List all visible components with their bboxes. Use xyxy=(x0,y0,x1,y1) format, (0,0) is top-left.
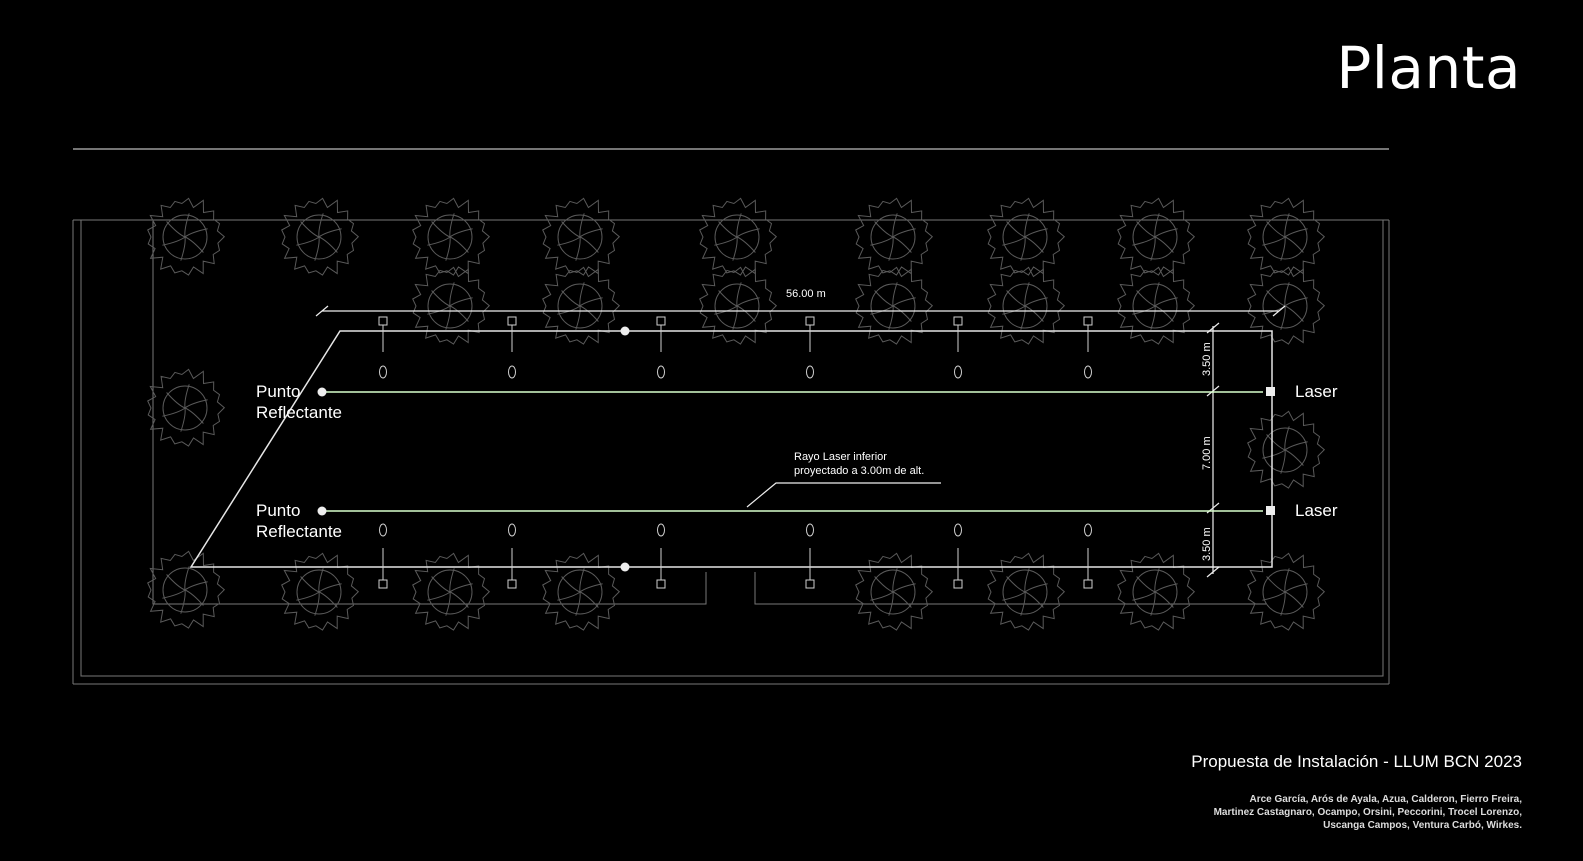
tree-icon xyxy=(699,266,778,345)
laser-emitter-bottom-icon xyxy=(1266,506,1275,515)
tree-icon xyxy=(1247,266,1326,345)
street-lamp-icon xyxy=(953,316,963,379)
street-lamp-icon xyxy=(953,523,963,589)
tree-icon xyxy=(1247,197,1326,276)
tree-icon xyxy=(147,368,226,447)
tree-icon xyxy=(855,552,934,631)
laser-emitter-top-icon xyxy=(1266,387,1275,396)
anchor-point-top xyxy=(620,326,630,336)
label-line: Punto xyxy=(256,501,301,520)
reflective-point-label-top: Punto Reflectante xyxy=(256,381,342,423)
note-leader-line xyxy=(746,482,941,508)
length-dimension-label: 56.00 m xyxy=(786,288,826,300)
reflective-point-bottom-icon xyxy=(317,506,327,516)
installation-outline xyxy=(189,330,1273,568)
note-line: Rayo Laser inferior xyxy=(794,451,887,463)
street-lamp-icon xyxy=(1083,316,1093,379)
tree-icon xyxy=(1117,552,1196,631)
tree-icon xyxy=(412,266,491,345)
street-lamp-icon xyxy=(1083,523,1093,589)
middle-dimension-label: 7.00 m xyxy=(1201,436,1213,470)
side-top-dimension-label: 3.50 m xyxy=(1201,342,1213,376)
tree-icon xyxy=(412,197,491,276)
label-line: Reflectante xyxy=(256,522,342,541)
tree-icon xyxy=(699,197,778,276)
authors-line: Uscanga Campos, Ventura Carbó, Wirkes. xyxy=(1323,820,1522,831)
tree-icon xyxy=(987,266,1066,345)
anchor-point-bottom xyxy=(620,562,630,572)
street-lamp-icon xyxy=(378,523,388,589)
tree-icon xyxy=(147,550,226,629)
tree-icon xyxy=(281,552,360,631)
tree-icon xyxy=(542,197,621,276)
tree-icon xyxy=(855,197,934,276)
tree-icon xyxy=(542,266,621,345)
street-lamp-icon xyxy=(805,316,815,379)
tree-icon xyxy=(987,552,1066,631)
laser-label-bottom: Laser xyxy=(1295,501,1338,520)
project-title: Propuesta de Instalación - LLUM BCN 2023 xyxy=(1191,752,1522,771)
tree-icon xyxy=(1117,197,1196,276)
street-lamp-icon xyxy=(378,316,388,379)
authors-line: Martinez Castagnaro, Ocampo, Orsini, Pec… xyxy=(1213,807,1522,818)
street-lamp-icon xyxy=(507,316,517,379)
length-dimension xyxy=(315,305,1286,317)
laser-label-top: Laser xyxy=(1295,382,1338,401)
authors-list: Arce García, Arós de Ayala, Azua, Calder… xyxy=(1214,793,1522,832)
tree-icon xyxy=(1247,410,1326,489)
street-lamp-icon xyxy=(805,523,815,589)
street-lamp-icon xyxy=(656,523,666,589)
authors-line: Arce García, Arós de Ayala, Azua, Calder… xyxy=(1249,794,1522,805)
tree-icon xyxy=(1247,552,1326,631)
tree-icon xyxy=(1117,266,1196,345)
tree-icon xyxy=(147,197,226,276)
reflective-point-top-icon xyxy=(317,387,327,397)
tree-icon xyxy=(412,552,491,631)
tree-icon xyxy=(987,197,1066,276)
reflective-point-label-bottom: Punto Reflectante xyxy=(256,500,342,542)
note-line: proyectado a 3.00m de alt. xyxy=(794,465,925,477)
tree-icon xyxy=(855,266,934,345)
side-bottom-dimension-label: 3.50 m xyxy=(1201,527,1213,561)
street-lamp-icon xyxy=(507,523,517,589)
label-line: Reflectante xyxy=(256,403,342,422)
tree-icon xyxy=(281,197,360,276)
page-title: Planta xyxy=(1336,34,1521,102)
tree-icon xyxy=(542,552,621,631)
site-boundary xyxy=(72,219,1390,685)
label-line: Punto xyxy=(256,382,301,401)
street-lamp-icon xyxy=(656,316,666,379)
street-lamps-group xyxy=(378,316,1093,589)
laser-note: Rayo Laser inferior proyectado a 3.00m d… xyxy=(794,450,924,478)
